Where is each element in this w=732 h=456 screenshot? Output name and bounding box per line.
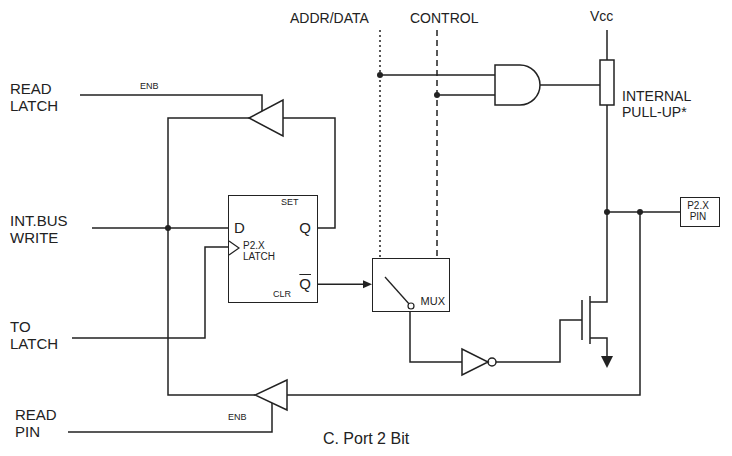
vcc-wire [606, 30, 608, 212]
pull-up-resistor [600, 60, 614, 105]
bus-label: CONTROL [410, 10, 490, 26]
read-pin-wire [68, 403, 272, 432]
and-gate [495, 65, 540, 105]
junction-dot [637, 209, 643, 215]
caption: C. Port 2 Bit [0, 430, 732, 448]
connector [318, 280, 372, 288]
to-latch-wire [72, 247, 228, 338]
junction-dot [434, 92, 440, 98]
node-text: P2.X PIN [683, 200, 713, 222]
supply-label: Vcc [590, 8, 630, 24]
enable-label: ENB [140, 81, 170, 91]
set-label: SET [281, 198, 299, 208]
inverter [462, 349, 488, 375]
node-text: MUX [421, 295, 445, 307]
pin-wire [287, 212, 680, 395]
enable-label: ENB [228, 412, 258, 422]
clr-label: CLR [273, 290, 291, 300]
inverter-bubble [488, 358, 496, 366]
signal-label: READ PIN [15, 406, 67, 441]
pin-box: P2.X PIN [680, 197, 720, 227]
signal-label: TO LATCH [10, 318, 72, 353]
pin-label: D [234, 220, 245, 237]
control-line [436, 30, 438, 284]
clock-symbol [229, 241, 239, 255]
addr-data-line [379, 30, 381, 270]
switch-lever [385, 277, 410, 305]
gate-wire [496, 320, 582, 362]
clock-symbol [229, 240, 243, 256]
junction-dot [165, 225, 171, 231]
bus-label: ADDR/DATA [290, 10, 385, 26]
junction-dot [604, 209, 610, 215]
read-pin-buffer [255, 380, 287, 410]
write-wire [92, 227, 228, 229]
read-latch-wire [80, 95, 262, 111]
resistor-label: INTERNAL PULL-UP* [622, 88, 730, 120]
switch-pivot [408, 303, 414, 309]
latch-name: P2.X LATCH [243, 240, 283, 262]
read-latch-buffer [249, 100, 283, 136]
and-input-wires [380, 75, 495, 95]
and-output-wire [540, 84, 600, 86]
signal-label: READ LATCH [10, 80, 80, 115]
arrow-head [363, 280, 372, 288]
junction-dot [377, 72, 383, 78]
signal-label: INT.BUS WRITE [10, 212, 90, 247]
fet-wires [590, 212, 607, 356]
pin-label: Q [299, 276, 311, 293]
pin-label: Q [299, 220, 311, 237]
connector-line [318, 284, 364, 286]
mux-box: MUX [372, 258, 450, 312]
ground-arrow [601, 356, 613, 368]
d-latch: SET D Q P2.X LATCH CLR Q [228, 195, 318, 303]
mux-output-wire [410, 312, 462, 362]
fet-symbol [582, 296, 590, 344]
